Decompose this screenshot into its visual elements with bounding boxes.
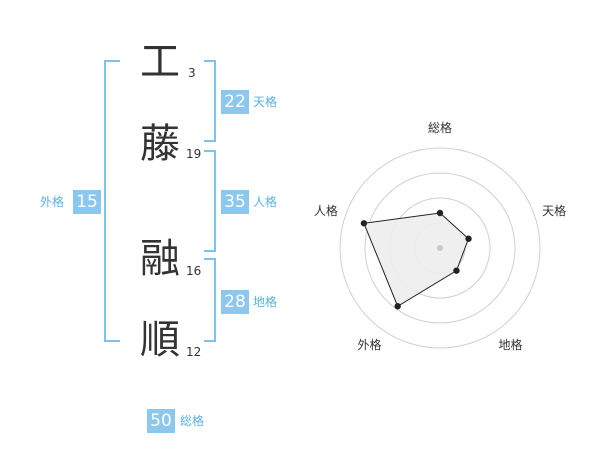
stroke-count-3: 16 <box>186 264 202 278</box>
jinkaku-label: 人格 <box>253 195 278 209</box>
name-char-1: 工 <box>140 39 180 85</box>
stroke-count-2: 19 <box>186 147 202 161</box>
radar-axis-label-0: 総格 <box>428 120 452 135</box>
soukaku-value-badge: 50 <box>147 409 175 433</box>
radar-center-dot <box>437 245 443 251</box>
name-char-2: 藤 <box>140 121 180 167</box>
gaikaku-value-badge: 15 <box>73 190 101 214</box>
radar-ring <box>339 147 541 349</box>
gaikaku-bracket <box>104 60 120 342</box>
tenkaku-value-badge: 22 <box>221 90 249 114</box>
stroke-count-4: 12 <box>186 345 202 359</box>
radar-polygon <box>363 212 470 307</box>
tenkaku-bracket <box>204 60 216 142</box>
radar-point-1 <box>465 235 472 242</box>
jinkaku-bracket <box>204 150 216 252</box>
soukaku-label: 総格 <box>180 414 205 428</box>
gaikaku-label: 外格 <box>40 195 65 209</box>
radar-axis-label-3: 外格 <box>357 337 381 352</box>
tenkaku-label: 天格 <box>253 95 278 109</box>
chikaku-value-badge: 28 <box>221 290 249 314</box>
radar-point-0 <box>436 209 444 217</box>
name-char-4: 順 <box>140 317 180 363</box>
radar-axis-label-4: 人格 <box>314 203 338 218</box>
stroke-count-1: 3 <box>188 66 196 80</box>
radar-point-2 <box>453 267 460 274</box>
chikaku-label: 地格 <box>253 295 278 309</box>
radar-axis-label-2: 地格 <box>499 337 523 352</box>
jinkaku-value-badge: 35 <box>221 190 249 214</box>
radar-point-3 <box>394 303 401 310</box>
radar-axis-label-1: 天格 <box>542 203 566 218</box>
radar-ring <box>364 172 516 324</box>
radar-point-4 <box>360 220 368 227</box>
name-char-3: 融 <box>140 236 180 282</box>
chikaku-bracket <box>204 258 216 342</box>
